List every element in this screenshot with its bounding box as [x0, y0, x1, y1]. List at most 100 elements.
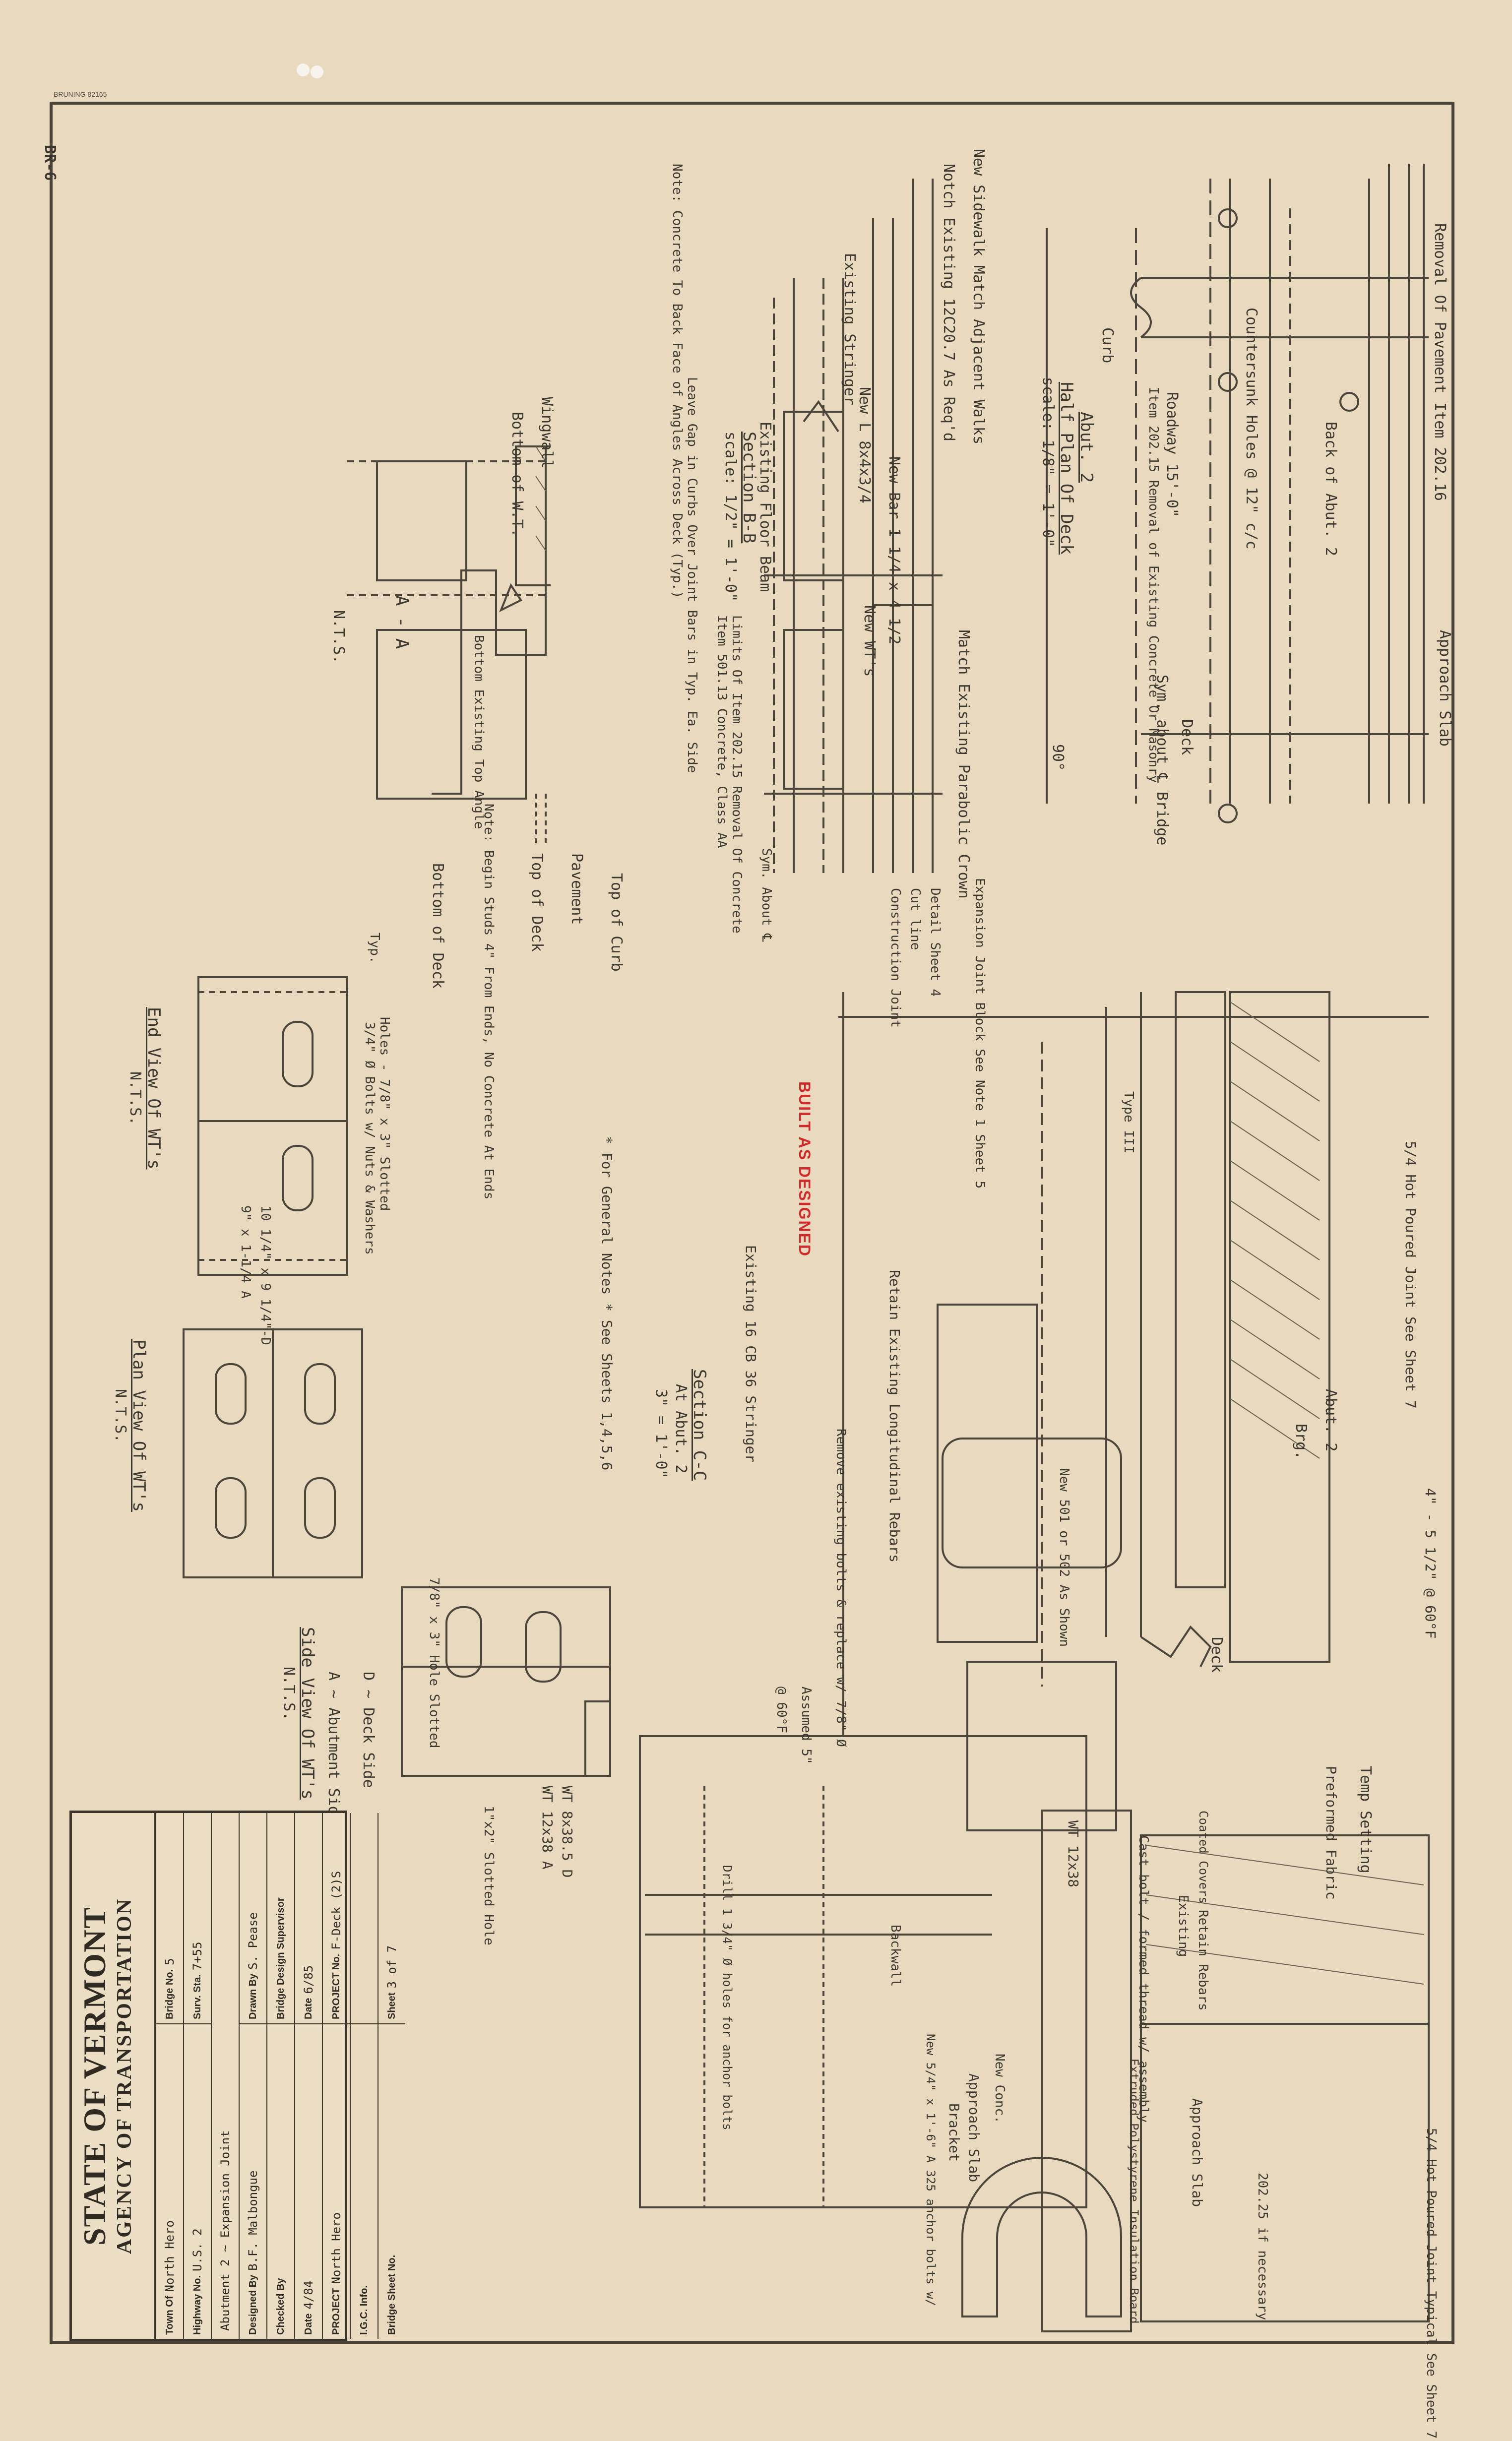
- paper-brand-note: BRUNING 82165: [54, 90, 107, 98]
- note-temp-setting: Temp Setting: [1357, 1766, 1374, 1874]
- note-new-angle: New L 8x4x3/4: [856, 387, 873, 503]
- title-block-label: I.G.C. Info.: [358, 2285, 370, 2335]
- note-new-bar: New Bar 1 1/4 x 4 1/2: [885, 456, 903, 645]
- title-block-label: Sheet: [386, 1992, 397, 2019]
- note-top-of-curb: Top of Curb: [608, 873, 625, 972]
- legend-abutment-side: A ~ Abutment Side: [325, 1672, 342, 1824]
- title-block-label: Surv. Sta.: [191, 1974, 203, 2019]
- punch-hole: [297, 63, 310, 76]
- note-anchor-bolts: New 5/4" x 1'-6" A 325 anchor bolts w/: [924, 2034, 938, 2307]
- note-new-conc: New Conc.: [992, 2054, 1007, 2124]
- general-notes: * For General Notes * See Sheets 1,4,5,6: [599, 1136, 615, 1471]
- end-view-lines: [197, 976, 348, 1276]
- note-existing-stringer: Existing Stringer: [841, 253, 858, 406]
- title-block-label: Date: [303, 2313, 314, 2335]
- note-temp-range: 4" - 5 1/2" @ 60°F: [1422, 1488, 1439, 1639]
- note-type-iii: Type III: [1121, 1091, 1136, 1154]
- note-pavement: Pavement: [568, 853, 585, 925]
- note-end-dim-a: 9" x 1-1/4 A: [238, 1205, 253, 1299]
- section-hatching: [535, 446, 1424, 1985]
- note-construction-joint: Construction Joint: [888, 888, 903, 1028]
- note-match-crown: Match Existing Parabolic Crown: [955, 630, 972, 899]
- section-bb-title: Section B-B: [739, 432, 759, 544]
- state-title: STATE OF VERMONT: [77, 1906, 112, 2246]
- note-new-sidewalk: New Sidewalk Match Adjacent Walks: [970, 149, 987, 445]
- agency-title: AGENCY OF TRANSPORTATION: [113, 1897, 136, 2254]
- note-cut-line: Cut line: [908, 888, 923, 950]
- title-block-cell: PROJECT No.F-Deck (2)S: [323, 1813, 350, 2023]
- note-sym-about: Sym. About ℄: [759, 848, 774, 942]
- note-removal-pavement: Removal Of Pavement Item 202.16: [1431, 223, 1449, 501]
- half-plan-title: Half Plan Of Deck: [1057, 382, 1076, 555]
- drawing-border: [50, 102, 1454, 2344]
- note-wt-12x38: WT 12x38: [1065, 1820, 1081, 1887]
- note-top-of-deck: Top of Deck: [528, 853, 546, 952]
- title-block-label: Town Of: [164, 2296, 175, 2335]
- title-block-value: U.S. 2: [190, 2228, 204, 2271]
- note-drill-holes: Drill 1 3/4" Ø holes for anchor bolts: [720, 1865, 734, 2130]
- note-leave-gap: Leave Gap in Curbs Over Joint Bars in Ty…: [685, 377, 699, 773]
- section-cc-lines: [639, 991, 1430, 2332]
- section-aa-title: A - A: [391, 595, 412, 649]
- note-hot-poured-typical: 5/4 Hot Poured Joint Typical See Sheet 7: [1424, 2128, 1439, 2439]
- note-90-deg: 90°: [1049, 744, 1067, 771]
- note-retain-rebars: Retain Existing Longitudinal Rebars: [886, 1270, 903, 1563]
- title-block-cell: Date 6/85: [295, 1813, 322, 2023]
- title-block-value: B.F. Malbongue: [246, 2170, 260, 2271]
- section-aa-scale: N.T.S.: [330, 610, 347, 664]
- plan-view-scale: N.T.S.: [112, 1389, 129, 1443]
- side-view-title: Side View Of WT's: [298, 1627, 317, 1800]
- note-insulation-board: Extruded Polystyrene Insulation Board: [1127, 2059, 1141, 2324]
- section-cc-scale: 3" = 1'-0": [652, 1389, 670, 1479]
- end-view-title: End View Of WT's: [144, 1007, 164, 1170]
- title-block-label: Date: [303, 1998, 314, 2019]
- note-typ: Typ.: [367, 933, 382, 964]
- note-preformed-fabric: Preformed Fabric: [1323, 1766, 1339, 1900]
- title-block-cell: Surv. Sta.7+55: [184, 1813, 211, 2023]
- note-hot-poured-joint: 5/4 Hot Poured Joint See Sheet 7: [1402, 1141, 1419, 1409]
- note-bracket: Bracket: [946, 2103, 962, 2162]
- note-existing-stringer-cc: Existing 16 CB 36 Stringer: [743, 1245, 759, 1463]
- half-plan-deck-lines: [1046, 164, 1429, 823]
- plan-view-lines: [183, 1328, 363, 1578]
- note-approach-slab-2: Approach Slab: [1189, 2098, 1205, 2207]
- note-concrete-class: Item 501.13 Concrete, Class AA: [714, 615, 729, 848]
- note-bottom-wt: Bottom of W.T.: [508, 412, 526, 537]
- title-block-label: PROJECT: [330, 2288, 342, 2335]
- note-bottom-existing-angle: Bottom Existing Top Angle: [471, 635, 486, 829]
- title-block-cell: Bridge Sheet No.: [378, 2023, 405, 2339]
- note-notch-existing: Notch Existing 12C20.7 As Req'd: [940, 164, 957, 441]
- end-view-scale: N.T.S.: [126, 1071, 144, 1126]
- note-approach-slab: Approach Slab: [1436, 630, 1453, 747]
- title-block-cell: I.G.C. Info.: [351, 2023, 378, 2339]
- title-block: STATE OF VERMONT AGENCY OF TRANSPORTATIO…: [69, 1811, 405, 2341]
- built-as-designed-stamp: BUILT AS DESIGNED: [796, 1081, 814, 1257]
- note-brg: Brg.: [1292, 1424, 1310, 1460]
- punch-hole: [311, 65, 323, 78]
- title-block-value: North Hero: [329, 2212, 343, 2284]
- section-bb-scale: scale: 1/2" = 1'-0": [722, 432, 739, 602]
- title-block-value: 4/84: [302, 2280, 315, 2310]
- plan-view-title: Plan View Of WT's: [129, 1339, 149, 1512]
- title-block-value: S. Pease: [246, 1912, 260, 1970]
- note-1x2-slotted: 1"x2" Slotted Hole: [481, 1806, 496, 1945]
- note-countersunk-holes: Countersunk Holes @ 12" c/c: [1243, 308, 1260, 550]
- title-block-value: 6/85: [302, 1965, 315, 1994]
- title-block-label: Checked By: [275, 2278, 286, 2335]
- note-slotted-hole: 7/8" x 3" Hole Slotted: [427, 1577, 441, 1749]
- title-block-cell: Bridge No.5: [156, 1813, 183, 2023]
- note-end-dim-d: 10 1/4" x 9 1/4"-D: [258, 1205, 273, 1345]
- note-wt-deck: WT 8x38.5 D: [559, 1786, 575, 1878]
- title-block-label: Highway No.: [191, 2275, 203, 2335]
- note-concrete-angles: Note: Concrete To Back Face of Angles Ac…: [670, 164, 685, 599]
- title-block-cell: PROJECT North Hero: [323, 2023, 350, 2339]
- note-remove-bolts: Remove existing bolts & replace w/ 7/8" …: [833, 1429, 848, 1747]
- title-block-cell: Highway No. U.S. 2: [184, 2023, 211, 2339]
